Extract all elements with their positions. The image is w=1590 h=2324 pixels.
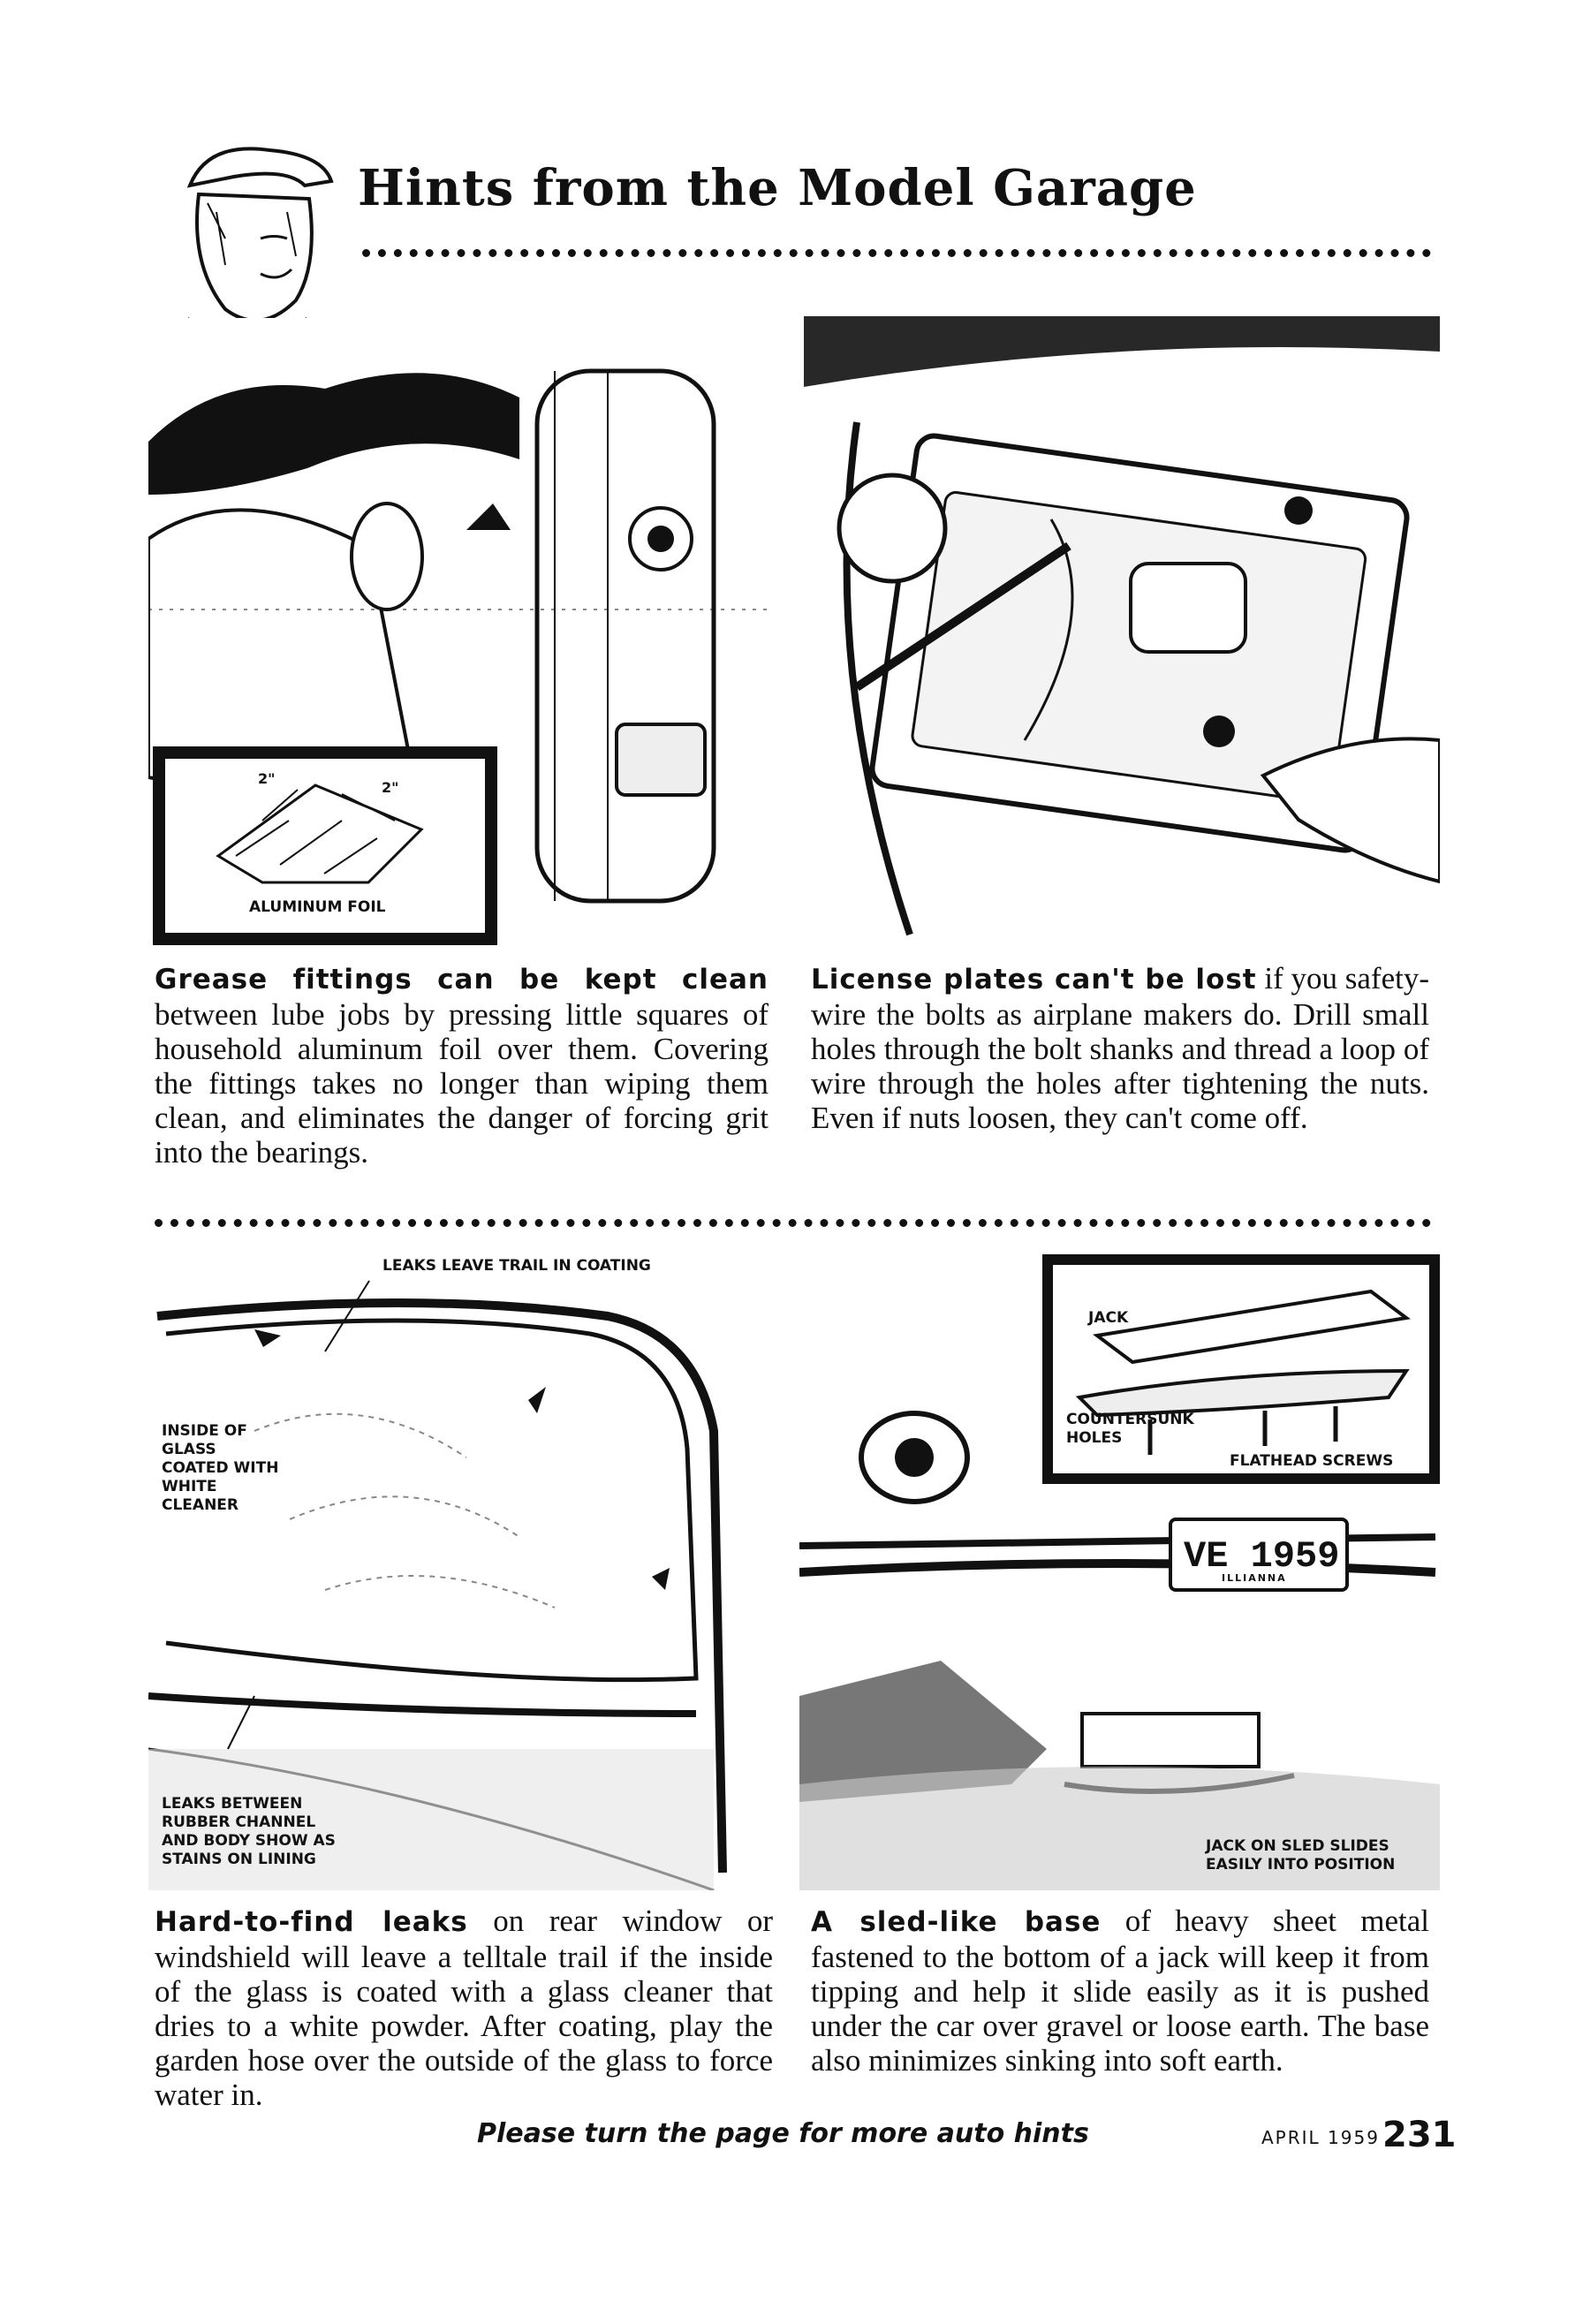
page-number: 231 [1382,2115,1457,2155]
jack-detail-inset: JACK COUNTERSUNK HOLES FLATHEAD SCREWS [1042,1254,1440,1484]
hint-hard-to-find-leaks: Hard-to-find leaks on rear window or win… [155,1904,773,2112]
license-plate-illustration [804,316,1440,945]
hint-sled-base: A sled-like base of heavy sheet metal fa… [811,1904,1429,2078]
hint-grease-fittings-body: between lube jobs by pressing little squ… [155,997,768,1170]
rubber-channel-label: LEAKS BETWEEN RUBBER CHANNEL AND BODY SH… [162,1795,336,1868]
continue-note: Please turn the page for more auto hints [477,2118,1089,2149]
aluminum-foil-label: ALUMINUM FOIL [249,898,386,916]
foil-dimension-a: 2" [258,770,276,787]
section-divider [155,1219,1431,1227]
hint-grease-fittings: Grease fittings can be kept clean betwee… [155,961,768,1170]
plate-number: VE 1959 [1184,1535,1340,1578]
jack-caption-label: JACK ON SLED SLIDES EASILY INTO POSITION [1206,1837,1396,1874]
hint-license-plates-body: if you safety-wire the bolts as airplane… [811,961,1429,1135]
jack-sled-illustration: VE 1959 ILLIANNA JACK COUNTERSUNK HOLES … [799,1254,1440,1890]
foil-dimension-b: 2" [382,779,399,796]
hint-sled-lead: A sled-like base [811,1906,1102,1938]
aluminum-foil-inset: 2" 2" ALUMINUM FOIL [153,746,497,945]
window-leak-illustration: LEAKS LEAVE TRAIL IN COATING INSIDE OF G… [148,1254,780,1890]
leak-trail-label: LEAKS LEAVE TRAIL IN COATING [382,1257,651,1275]
hint-sled-body: of heavy sheet metal fastened to the bot… [811,1904,1429,2078]
hint-grease-fittings-lead: Grease fittings can be kept clean [155,964,768,995]
issue-date: APRIL 1959 [1261,2127,1380,2148]
hint-license-plates: License plates can't be lost if you safe… [811,961,1429,1135]
flathead-screws-label: FLATHEAD SCREWS [1230,1452,1394,1470]
page-title: Hints from the Model Garage [358,159,1197,217]
hint-leaks-lead: Hard-to-find leaks [155,1906,468,1938]
header-divider [362,249,1431,257]
countersunk-holes-label: COUNTERSUNK HOLES [1066,1411,1194,1447]
jack-label: JACK [1088,1309,1129,1327]
hint-license-plates-lead: License plates can't be lost [811,964,1257,995]
hint-leaks-body: on rear window or windshield will leave … [155,1904,773,2112]
glass-coated-label: INSIDE OF GLASS COATED WITH WHITE CLEANE… [162,1422,279,1514]
grease-fitting-illustration: 2" 2" ALUMINUM FOIL [148,318,771,947]
plate-state: ILLIANNA [1222,1572,1287,1584]
